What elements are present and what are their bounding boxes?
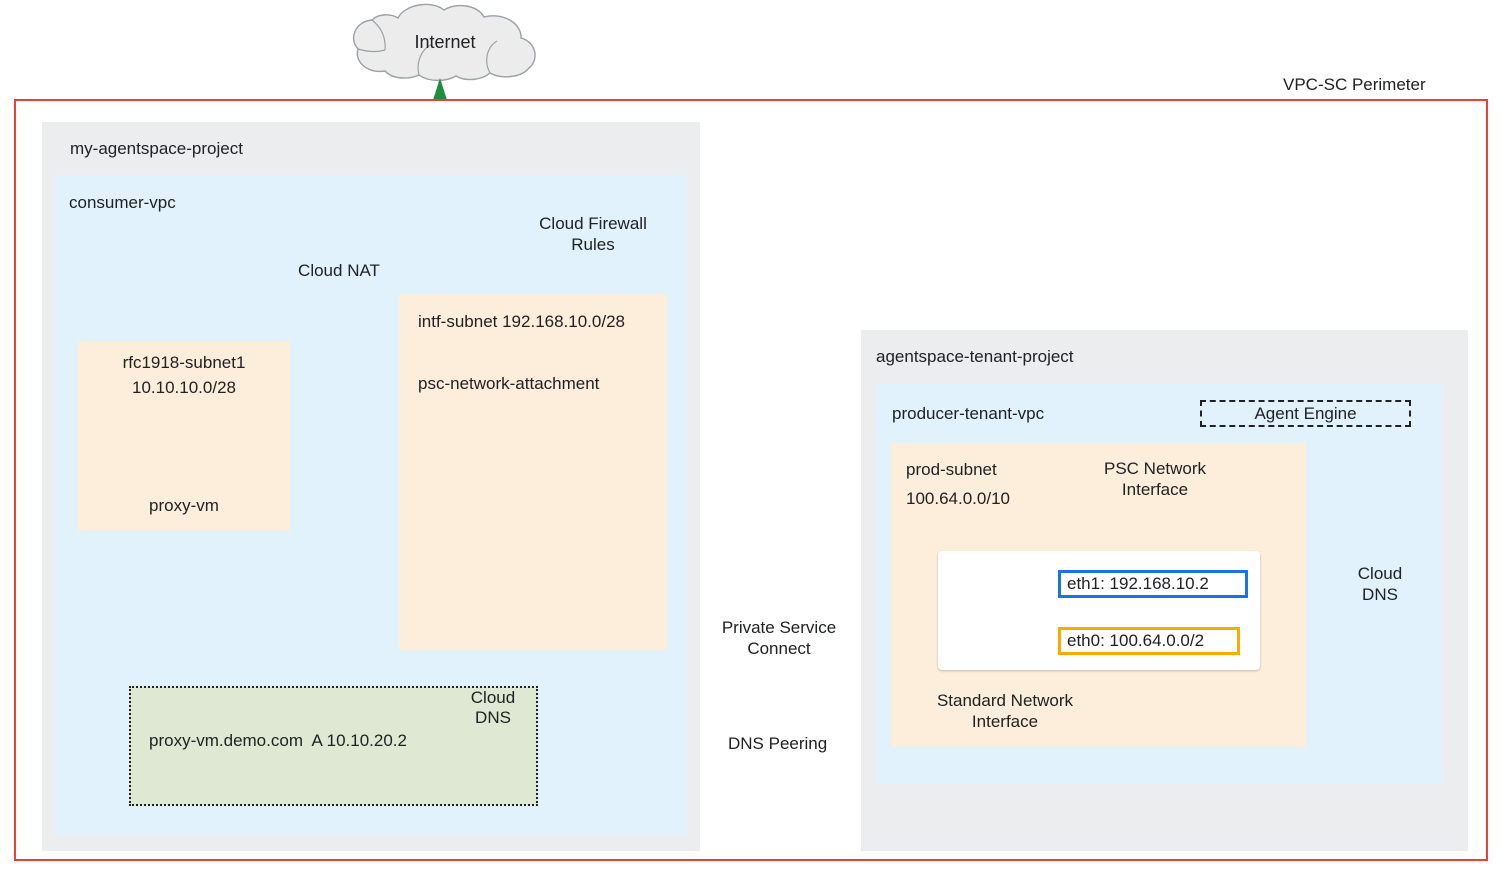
nic-eth0[interactable]: eth0: 100.64.0.0/2	[1058, 627, 1240, 655]
subnet-rfc1918-title: rfc1918-subnet1 10.10.10.0/28	[122, 353, 246, 397]
subnet-prod-cidr-label: 100.64.0.0/10	[906, 489, 1010, 508]
nic-eth1-label: eth1: 192.168.10.2	[1067, 574, 1209, 593]
agent-engine-label: Agent Engine	[1254, 403, 1357, 423]
cloud-nat-label: Cloud NAT	[298, 261, 380, 280]
cloud-firewall-rules-label: Cloud Firewall Rules	[539, 214, 647, 255]
private-service-connect-label: Private Service Connect	[721, 618, 837, 659]
vpc-producer-tenant-label: producer-tenant-vpc	[892, 404, 1045, 423]
nic-eth0-label: eth0: 100.64.0.0/2	[1067, 631, 1205, 650]
subnet-intf-subnet	[399, 294, 667, 650]
nic-eth1[interactable]: eth1: 192.168.10.2	[1058, 570, 1248, 598]
psc-network-interface-callout-label: PSC Network Interface	[1103, 459, 1207, 500]
internet-label: Internet	[414, 32, 476, 52]
vpc-sc-perimeter-label: VPC-SC Perimeter	[1283, 75, 1426, 94]
vpc-consumer-label: consumer-vpc	[69, 193, 176, 212]
cloud-dns-private-zone	[129, 686, 538, 806]
subnet-prod-name-label: prod-subnet	[906, 460, 997, 479]
project-my-agentspace-label: my-agentspace-project	[70, 139, 243, 158]
dns-a-record-label: proxy-vm.demo.com A 10.10.20.2	[149, 731, 407, 750]
cloud-dns-right-label: Cloud DNS	[1357, 564, 1403, 605]
cloud-dns-left-label: Cloud DNS	[470, 688, 516, 728]
dns-peering-label: DNS Peering	[728, 734, 828, 753]
psc-network-attachment-label: psc-network-attachment	[418, 374, 600, 393]
project-agentspace-tenant-label: agentspace-tenant-project	[876, 347, 1074, 366]
subnet-intf-cidr-label: intf-subnet 192.168.10.0/28	[418, 312, 625, 331]
subnet-rfc1918-subnet1	[78, 341, 290, 531]
proxy-vm-label: proxy-vm	[149, 496, 219, 515]
standard-network-interface-callout-label: Standard Network Interface	[936, 691, 1074, 732]
agent-engine-box: Agent Engine	[1200, 400, 1411, 427]
